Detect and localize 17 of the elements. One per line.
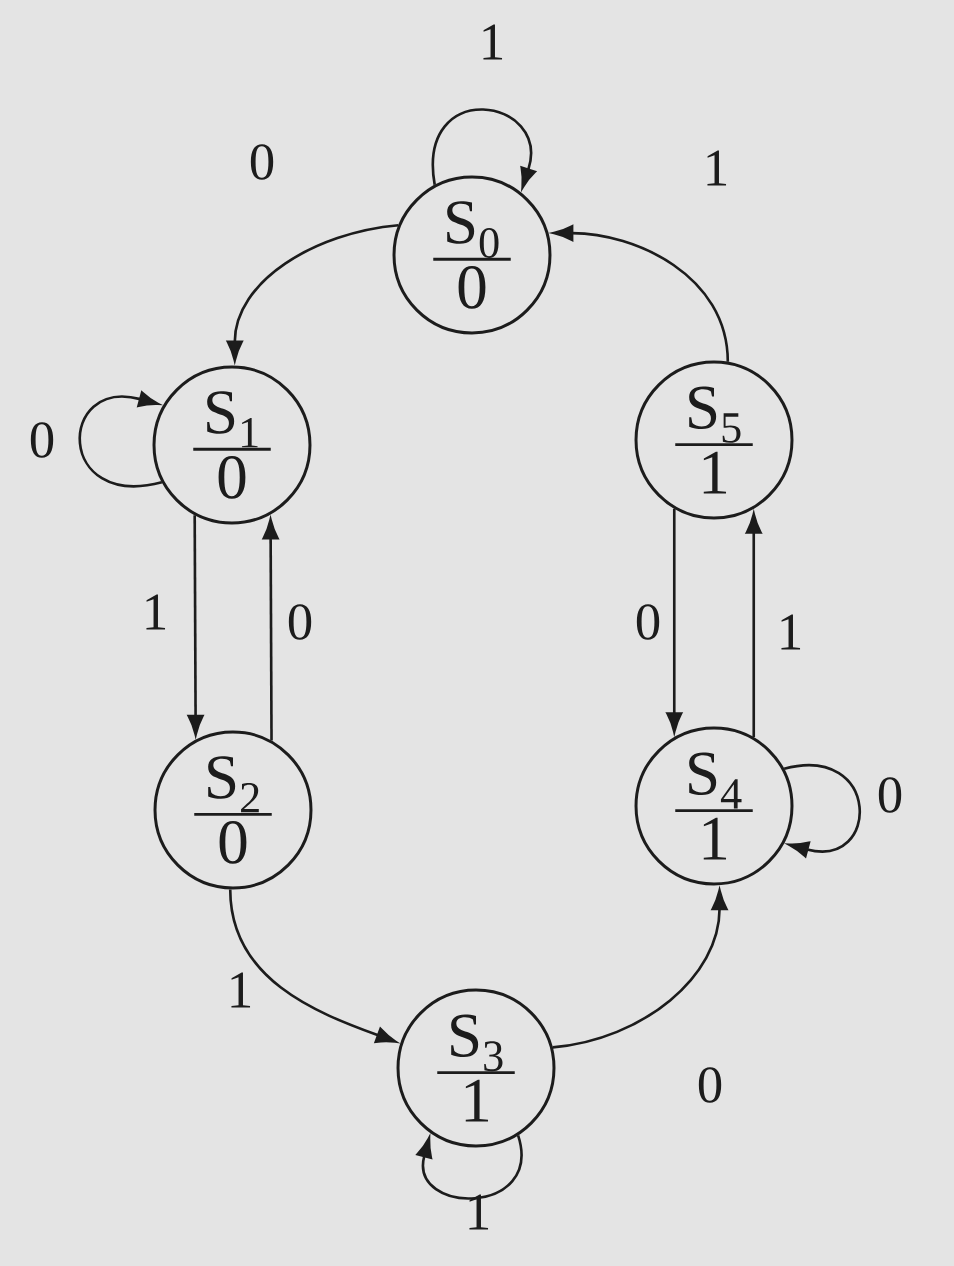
edge-label: 1 [231,972,251,1008]
edge-label: 1 [483,24,503,60]
self-loop-arrow [783,764,861,858]
arrow [552,225,730,362]
self-loop-arrow [431,108,536,189]
self-loop-arrow [78,391,163,488]
edge-label: 0 [636,604,660,640]
edge-label: 0 [250,144,274,180]
self-loop-arrow [416,1135,523,1200]
edge-label: 0 [698,1067,722,1103]
edge-label: 0 [288,604,312,640]
edge-label: 1 [707,150,727,186]
edge-label: 1 [146,594,166,630]
arrow [228,889,397,1043]
edge-label: 0 [30,422,54,458]
edge-label: 0 [878,777,902,813]
edge-label: 1 [781,614,801,650]
